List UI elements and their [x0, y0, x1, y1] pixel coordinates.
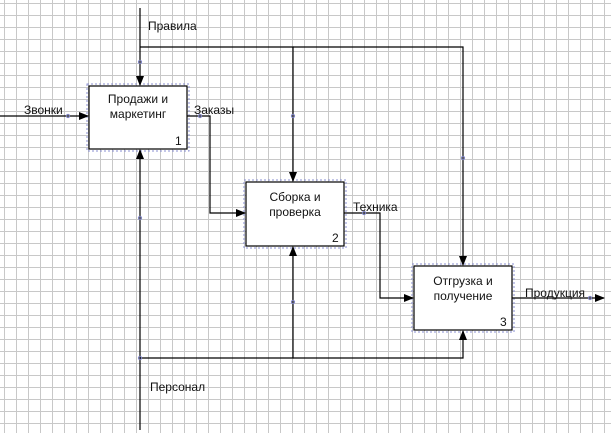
arrow-tick-markers: [65, 59, 593, 361]
box-2-title: Сборка и проверка: [269, 190, 321, 219]
orders-arrow[interactable]: [187, 115, 246, 217]
input-label: Звонки: [24, 103, 63, 117]
box-2-number: 2: [332, 231, 339, 245]
mechanism-label: Персонал: [150, 380, 206, 394]
equipment-label: Техника: [353, 200, 398, 214]
mechanism-arrow-box-2[interactable]: [140, 246, 297, 359]
function-box-2[interactable]: [245, 181, 345, 247]
orders-label: Заказы: [194, 103, 235, 117]
equipment-arrow[interactable]: [344, 212, 414, 302]
box-3-title: Отгрузка и получение: [433, 274, 493, 303]
mechanism-arrow-box-3[interactable]: [293, 330, 467, 359]
box-1-title: Продажи и маркетинг: [107, 92, 169, 121]
output-label: Продукция: [525, 286, 586, 300]
control-label: Правила: [148, 19, 197, 33]
control-arrow-box-3[interactable]: [293, 46, 467, 266]
function-box-1[interactable]: [88, 85, 188, 150]
box-3-number: 3: [500, 315, 507, 329]
box-1-number: 1: [175, 134, 182, 148]
